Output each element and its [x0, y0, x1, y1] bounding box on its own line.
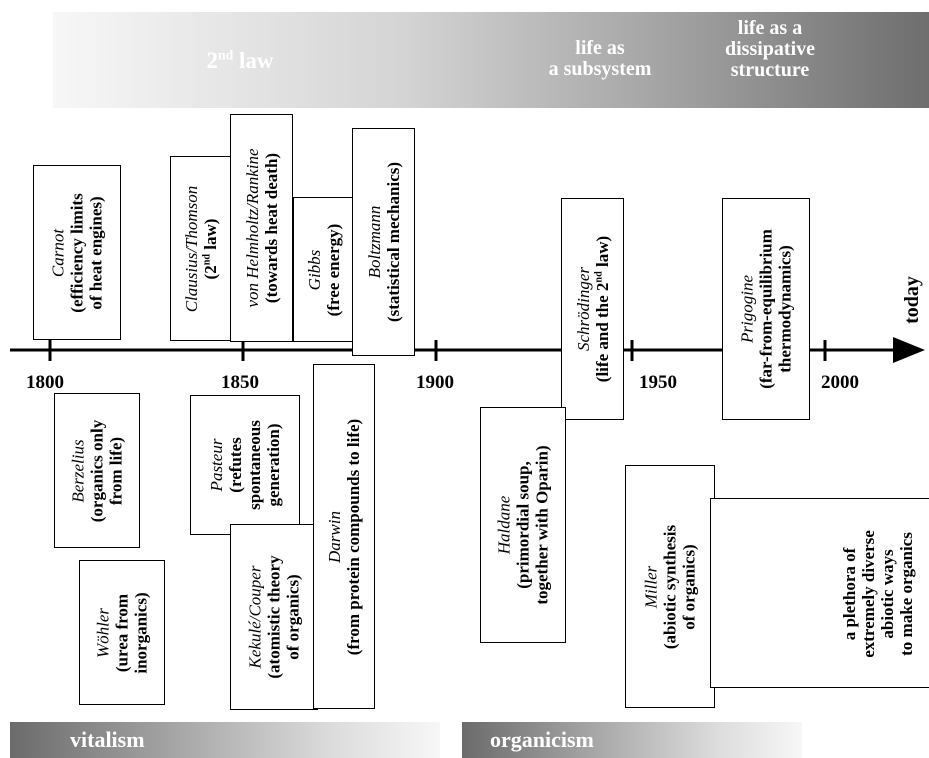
event-boltzmann: Boltzmann (statistical mechanics)	[352, 128, 415, 356]
year-1850: 1850	[221, 372, 259, 393]
event-schrodinger: Schrödinger (life and the 2nd law)	[561, 198, 624, 420]
year-1950: 1950	[639, 372, 677, 393]
life-as-subsystem-label: life as a subsystem	[548, 37, 652, 80]
organicism-label: organicism	[490, 727, 594, 752]
event-miller: Miller (abiotic synthesis of organics)	[625, 465, 715, 708]
year-1900: 1900	[416, 372, 454, 393]
event-prigogine: Prigogine (far-from-equilibrium thermody…	[722, 198, 810, 420]
event-plethora: a plethora of extremely diverse abiotic …	[710, 498, 929, 688]
second-law-label: 2nd law	[206, 47, 274, 73]
organicism-band	[462, 722, 802, 758]
event-pasteur: Pasteur (refutes spontaneous generation)	[190, 395, 300, 535]
event-clausius-thomson: Clausius/Thomson (2nd law)	[170, 156, 232, 341]
top-band	[53, 12, 929, 108]
event-berzelius: Berzelius (organics only from life)	[54, 393, 140, 548]
axis-arrowhead	[893, 337, 925, 363]
year-2000: 2000	[821, 372, 859, 393]
event-wohler: Wöhler (urea from inorganics)	[79, 560, 165, 705]
life-as-dissipative-structure-label: life as a dissipative structure	[724, 17, 816, 81]
vitalism-band	[10, 722, 440, 758]
today-label: today	[900, 276, 923, 324]
vitalism-label: vitalism	[70, 727, 145, 752]
event-kekule-couper: Kekulé/Couper (atomistic theory of organ…	[230, 524, 318, 710]
event-carnot: Carnot (efficiency limits of heat engine…	[33, 165, 121, 340]
event-haldane: Haldane (primordial soup, together with …	[480, 407, 566, 643]
year-1800: 1800	[26, 372, 64, 393]
event-darwin: Darwin (from protein compounds to life)	[313, 364, 375, 709]
event-von-helmholtz-rankine: von Helmholtz/Rankine (towards heat deat…	[230, 114, 293, 342]
event-gibbs: Gibbs (free energy)	[293, 197, 355, 342]
